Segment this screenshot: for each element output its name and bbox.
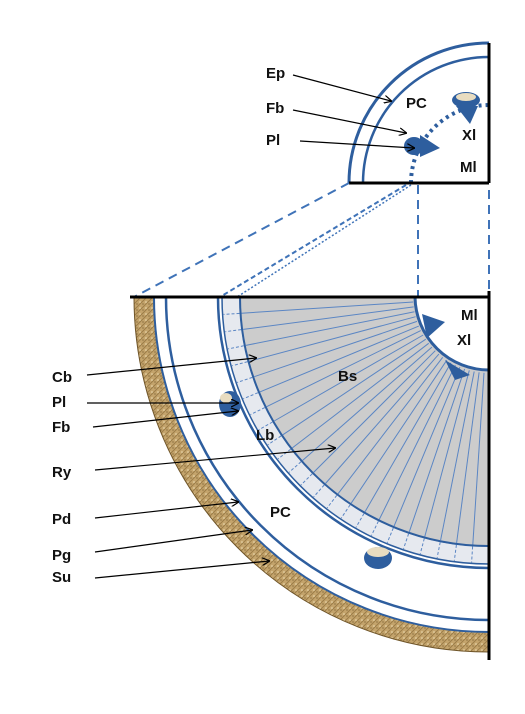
inset-xylem-marker-1 bbox=[456, 106, 478, 124]
arrow-pd bbox=[94, 502, 238, 519]
ray-line bbox=[408, 368, 466, 532]
xylem-marker-lower bbox=[445, 360, 470, 380]
cambium-tick bbox=[453, 544, 457, 561]
leader-arrows bbox=[86, 74, 414, 579]
label-pc-inset: PC bbox=[406, 95, 427, 112]
cambium-tick bbox=[243, 392, 259, 400]
ray-line bbox=[302, 346, 433, 461]
cambium-tick bbox=[300, 473, 313, 486]
label-pl-inset: Pl bbox=[266, 132, 280, 149]
cambium-tick bbox=[225, 329, 242, 333]
cambium-tick bbox=[340, 504, 351, 519]
label-ml: Ml bbox=[461, 307, 478, 324]
phelloderm-line bbox=[164, 296, 490, 622]
ray-line bbox=[364, 362, 452, 513]
pith-arc bbox=[413, 296, 490, 372]
cambium-tick bbox=[258, 421, 273, 431]
label-pl: Pl bbox=[52, 394, 66, 411]
cambium-tick bbox=[471, 546, 474, 563]
label-ml-inset: Ml bbox=[460, 159, 477, 176]
cambium-tick bbox=[403, 533, 410, 550]
enlarged-section bbox=[130, 291, 491, 660]
cambium-tick bbox=[267, 435, 282, 446]
cortex-boundary bbox=[216, 296, 490, 570]
cambium-tick bbox=[326, 494, 338, 509]
ray-line bbox=[325, 353, 440, 484]
label-ry: Ry bbox=[52, 464, 72, 481]
cambium-tick bbox=[277, 448, 292, 460]
label-xl-inset: Xl bbox=[462, 127, 476, 144]
ray-line bbox=[266, 330, 422, 408]
ray-line bbox=[393, 367, 461, 527]
cambium-ticks bbox=[223, 312, 474, 563]
ray-line bbox=[259, 325, 419, 393]
arrow-ep bbox=[292, 74, 391, 101]
phloem-bundle-bottom bbox=[364, 547, 392, 569]
arrow-ry bbox=[94, 448, 335, 471]
epidermis-outer-ring bbox=[347, 41, 490, 184]
inset-xylem-marker-2 bbox=[420, 135, 440, 157]
cambium-tick bbox=[288, 461, 302, 473]
label-su: Su bbox=[52, 569, 71, 586]
inset-overview bbox=[347, 41, 491, 185]
cambium-tick bbox=[231, 361, 248, 367]
ray-line bbox=[350, 359, 448, 504]
arrow-cb bbox=[86, 358, 256, 376]
arrow-su bbox=[94, 561, 269, 579]
ray-line bbox=[456, 372, 480, 543]
arrow-pl-inset bbox=[299, 140, 414, 148]
ray-line bbox=[249, 316, 416, 362]
cambium-tick bbox=[386, 527, 394, 543]
label-fb-inset: Fb bbox=[266, 100, 284, 117]
zoom-connector-lines bbox=[133, 182, 490, 298]
arrow-fb bbox=[92, 411, 238, 428]
ray-line bbox=[291, 342, 430, 449]
cambium-tick bbox=[228, 345, 244, 350]
cambium-tick bbox=[436, 542, 441, 558]
ray-line bbox=[273, 334, 424, 422]
cambium-tick bbox=[313, 484, 325, 498]
label-bs: Bs bbox=[338, 368, 357, 385]
label-xl: Xl bbox=[457, 332, 471, 349]
label-pd: Pd bbox=[52, 511, 71, 528]
cambium-tick bbox=[250, 407, 266, 416]
ray-line bbox=[472, 372, 485, 545]
label-cb: Cb bbox=[52, 369, 72, 386]
xylem-marker-upper bbox=[422, 314, 445, 338]
label-fb: Fb bbox=[52, 419, 70, 436]
ray-line bbox=[241, 301, 414, 314]
ray-line bbox=[254, 320, 418, 378]
cambium-tick bbox=[370, 520, 379, 536]
label-pg: Pg bbox=[52, 547, 71, 564]
arrow-fb-inset bbox=[292, 109, 406, 133]
ray-line bbox=[282, 338, 427, 436]
arrow-pg bbox=[94, 530, 252, 553]
label-lb: Lb bbox=[256, 427, 274, 444]
cambium-tick bbox=[419, 538, 425, 555]
epidermis-inner-ring bbox=[361, 55, 490, 184]
ray-line bbox=[440, 371, 475, 541]
ray-line bbox=[245, 311, 415, 346]
cambium-tick bbox=[236, 376, 253, 383]
cambium-tick bbox=[223, 312, 240, 315]
ray-line bbox=[243, 306, 414, 330]
ray-line bbox=[378, 364, 456, 520]
ray-line bbox=[424, 370, 470, 537]
label-pc: PC bbox=[270, 504, 291, 521]
label-ep: Ep bbox=[266, 65, 285, 82]
ray-line bbox=[337, 356, 444, 495]
medullary-rays bbox=[241, 301, 485, 545]
inset-phloem-bundle-1 bbox=[452, 92, 480, 108]
cambium-tick bbox=[355, 513, 365, 528]
